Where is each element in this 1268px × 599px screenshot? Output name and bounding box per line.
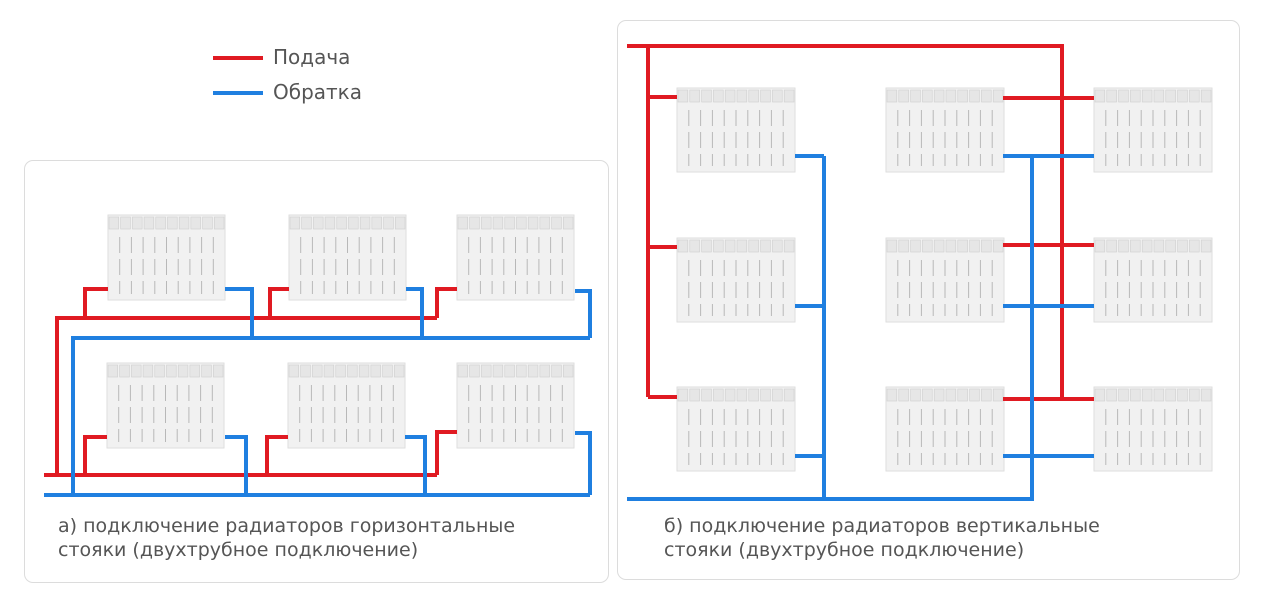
supply-pipe [55,316,437,475]
radiator-icon [676,87,796,173]
supply-branch [83,435,107,475]
radiator-icon [288,214,407,301]
radiator-icon [676,386,796,472]
radiator-icon [287,362,406,449]
supply-branch [83,287,108,318]
supply-branch [435,430,457,475]
caption-a-line1: а) подключение радиаторов горизонтальные [58,515,516,537]
return-branch [575,431,592,495]
radiator-icon [107,214,226,301]
radiator-icon [456,214,575,301]
radiator-icon [885,237,1005,323]
radiator-icon [1093,386,1213,472]
return-branch [406,287,424,338]
caption-a: а) подключение радиаторов горизонтальные… [58,514,515,562]
caption-b: б) подключение радиаторов вертикальные с… [664,514,1100,562]
radiator-icon [676,237,796,323]
radiator-icon [1093,237,1213,323]
supply-branch [265,435,288,475]
return-branch [225,287,254,338]
return-riser [627,156,1034,501]
supply-branch [435,287,457,318]
supply-riser [627,44,1064,399]
radiator-icon [885,386,1005,472]
caption-b-line1: б) подключение радиаторов вертикальные [664,515,1100,537]
caption-b-line2: стояки (двухтрубное подключение) [664,539,1025,561]
legend-return-label: Обратка [273,80,363,104]
radiator-icon [885,87,1005,173]
caption-a-line2: стояки (двухтрубное подключение) [58,539,419,561]
legend-supply-label: Подача [273,45,351,69]
return-branch [225,435,248,495]
return-branch [405,435,427,495]
radiator-icon [1093,87,1213,173]
supply-branch [268,287,289,318]
return-pipe [71,336,590,495]
return-branch [575,289,592,338]
radiator-icon [106,362,225,449]
radiator-icon [456,362,575,449]
